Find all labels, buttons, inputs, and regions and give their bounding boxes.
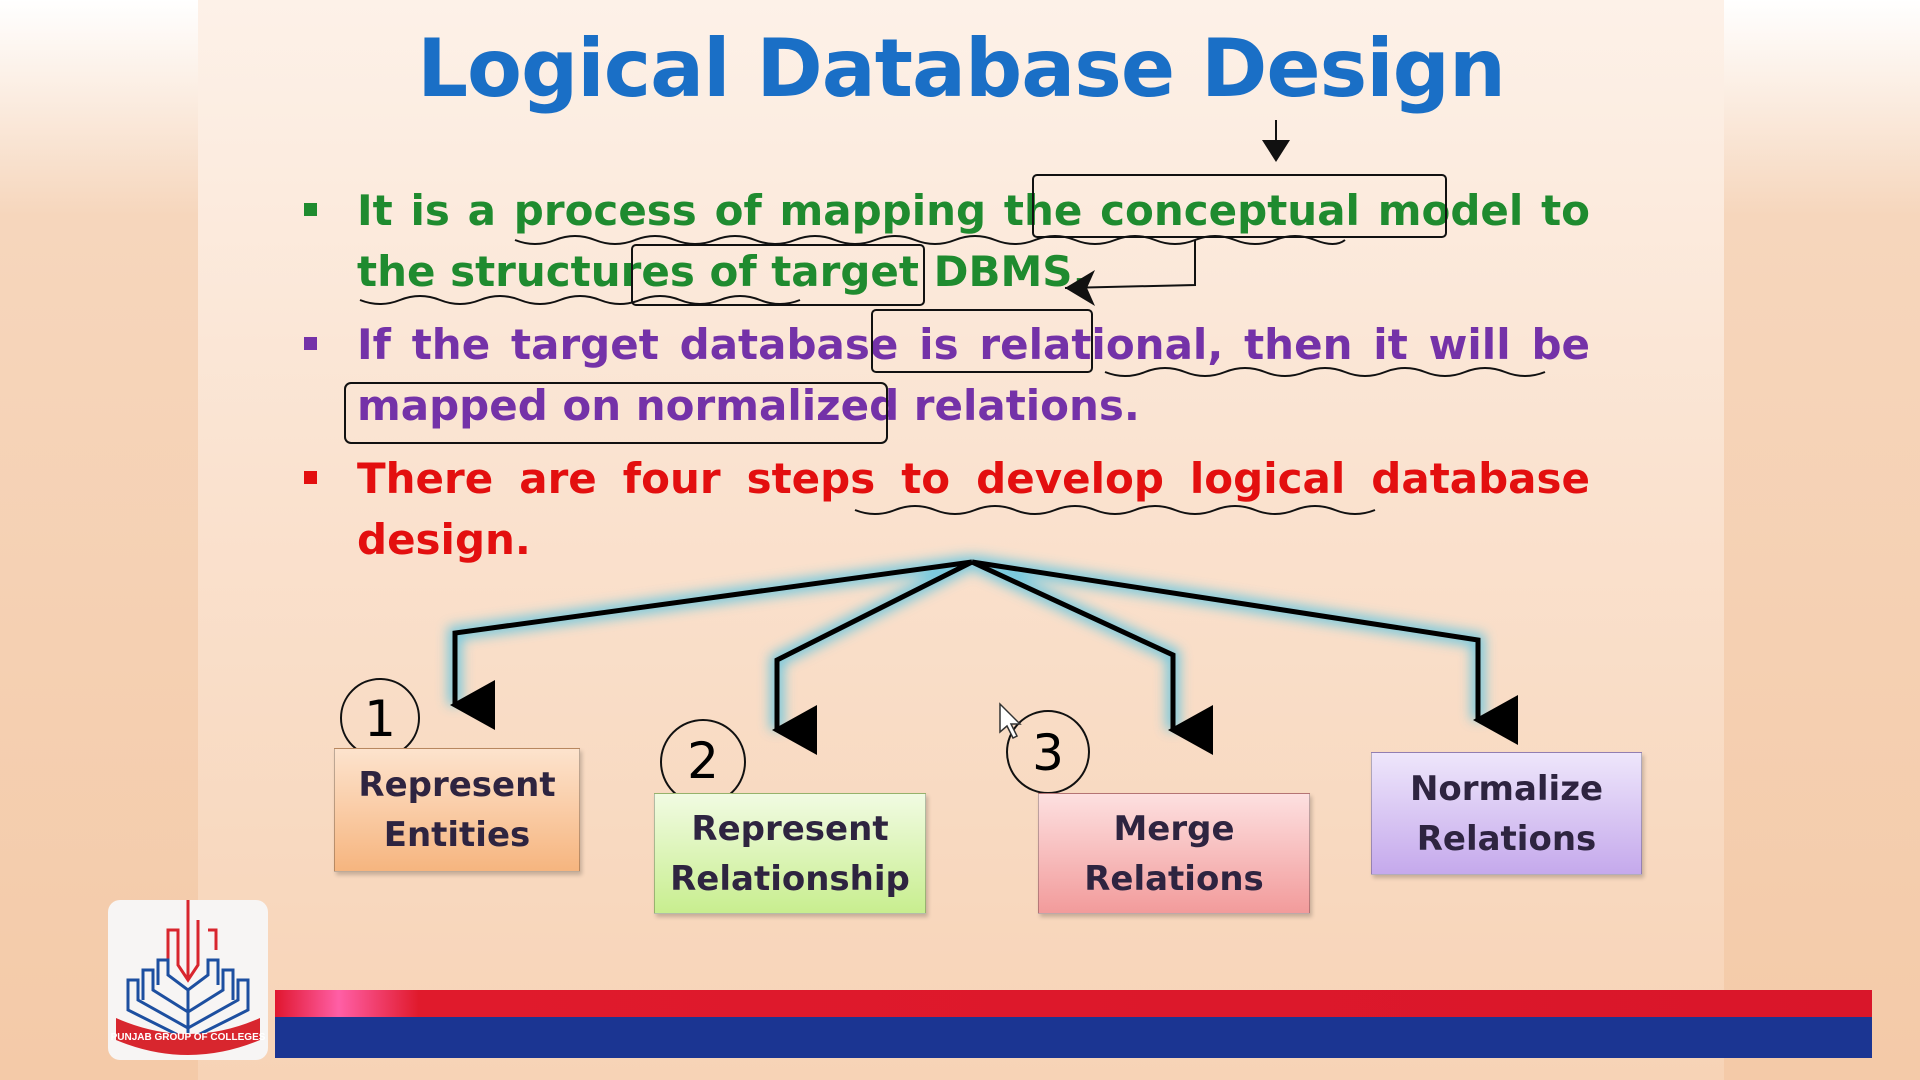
- bullet-text: It is a process of mapping the conceptua…: [357, 186, 1590, 296]
- step-label: Entities: [383, 815, 531, 855]
- svg-text:PUNJAB GROUP OF COLLEGES: PUNJAB GROUP OF COLLEGES: [111, 1032, 266, 1043]
- footer-bar-blue: [275, 1017, 1872, 1058]
- bullet-item: There are four steps to develop logical …: [300, 448, 1590, 570]
- mouse-cursor-icon: [999, 702, 1022, 740]
- right-backdrop: [1724, 0, 1920, 1080]
- slide-panel: [198, 0, 1724, 1080]
- college-logo: PUNJAB GROUP OF COLLEGES: [108, 900, 268, 1060]
- bullet-square-icon: [304, 337, 317, 350]
- step-label: Normalize: [1409, 768, 1604, 809]
- bullet-text: If the target database is relational, th…: [357, 320, 1590, 430]
- bullet-text: There are four steps to develop logical …: [357, 454, 1590, 564]
- step-label: Represent: [358, 765, 556, 805]
- step-label: Relations: [1084, 858, 1264, 899]
- step-number: 2: [687, 732, 719, 790]
- step-number: 1: [364, 690, 396, 748]
- step-label: Represent: [691, 808, 889, 849]
- bullet-square-icon: [304, 203, 317, 216]
- step-number: 3: [1032, 724, 1064, 782]
- bullet-item: It is a process of mapping the conceptua…: [300, 180, 1590, 302]
- step-label: Relations: [1416, 818, 1597, 859]
- step-label: Relationship: [670, 858, 910, 899]
- step-label: Merge: [1113, 808, 1235, 849]
- bullet-list: It is a process of mapping the conceptua…: [300, 180, 1590, 582]
- handwritten-annotations: [340, 120, 1546, 805]
- bullet-item: If the target database is relational, th…: [300, 314, 1590, 436]
- slide-title: Logical Database Design: [417, 22, 1506, 115]
- bullet-square-icon: [304, 471, 317, 484]
- footer-bar-red: [275, 990, 1872, 1018]
- tree-connector: [448, 555, 1518, 755]
